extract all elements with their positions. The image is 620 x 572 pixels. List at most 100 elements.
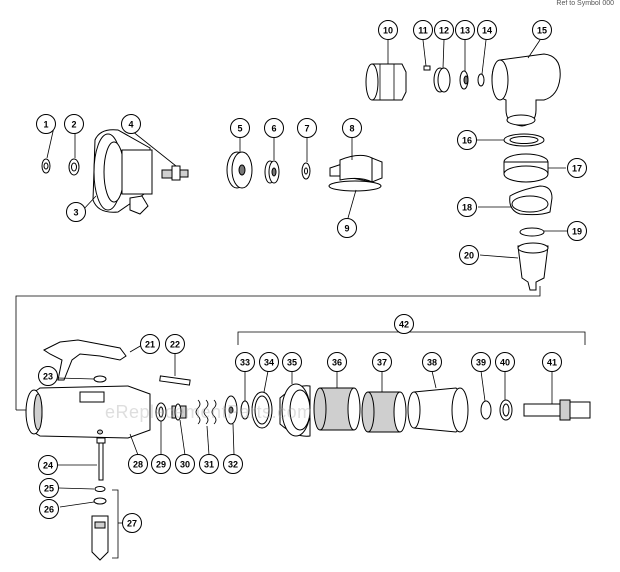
callout-number: 13 [460, 26, 470, 36]
callout-circle [128, 454, 148, 474]
callout-18: 18 [457, 197, 477, 217]
callout-number: 19 [572, 227, 582, 237]
callout-number: 24 [43, 461, 53, 471]
callout-29: 29 [151, 454, 171, 474]
callout-2: 2 [64, 114, 84, 134]
callout-number: 5 [237, 124, 242, 134]
callout-circle [455, 20, 475, 40]
callout-11: 11 [413, 20, 433, 40]
callout-circle [64, 114, 84, 134]
callout-28: 28 [128, 454, 148, 474]
callout-3: 3 [66, 202, 86, 222]
callout-circle [199, 454, 219, 474]
rotor-group [226, 137, 383, 219]
callout-number: 3 [73, 208, 78, 218]
callout-circle [459, 245, 479, 265]
callout-circle [66, 202, 86, 222]
motor-assembly-group [240, 370, 591, 437]
callout-13: 13 [455, 20, 475, 40]
callout-circle [542, 352, 562, 372]
callout-24: 24 [38, 455, 58, 475]
callout-circle [282, 352, 302, 372]
callout-number: 9 [344, 224, 349, 234]
callout-25: 25 [39, 478, 59, 498]
callout-35: 35 [282, 352, 302, 372]
callout-number: 35 [287, 358, 297, 368]
callout-14: 14 [477, 20, 497, 40]
callout-number: 21 [145, 340, 155, 350]
callout-circle [151, 454, 171, 474]
callout-number: 29 [156, 460, 166, 470]
callout-20: 20 [459, 245, 479, 265]
callout-circle [121, 114, 141, 134]
callout-10: 10 [378, 20, 398, 40]
callout-circle [327, 352, 347, 372]
callout-number: 37 [377, 358, 387, 368]
callout-number: 41 [547, 358, 557, 368]
callout-circle [457, 197, 477, 217]
watermark: eReplacementParts.com [105, 402, 313, 422]
callout-circle [297, 118, 317, 138]
callout-circle [38, 366, 58, 386]
callout-circle [477, 20, 497, 40]
callout-number: 10 [383, 26, 393, 36]
callout-number: 4 [128, 120, 133, 130]
callout-8: 8 [342, 118, 362, 138]
callout-number: 22 [170, 340, 180, 350]
callout-32: 32 [223, 454, 243, 474]
callout-circle [259, 352, 279, 372]
callout-circle [372, 352, 392, 372]
callout-30: 30 [175, 454, 195, 474]
callout-number: 15 [537, 26, 547, 36]
callout-5: 5 [230, 118, 250, 138]
callout-circle [230, 118, 250, 138]
callout-41: 41 [542, 352, 562, 372]
callout-22: 22 [165, 334, 185, 354]
callout-circle [175, 454, 195, 474]
callout-number: 32 [228, 460, 238, 470]
callout-17: 17 [567, 158, 587, 178]
callout-number: 38 [427, 358, 437, 368]
callout-4: 4 [121, 114, 141, 134]
callout-number: 7 [304, 124, 309, 134]
callout-circle [567, 158, 587, 178]
callout-circle [434, 20, 454, 40]
callout-39: 39 [471, 352, 491, 372]
callout-37: 37 [372, 352, 392, 372]
callout-circle [38, 455, 58, 475]
callout-circle [495, 352, 515, 372]
callout-number: 18 [462, 203, 472, 213]
callout-9: 9 [337, 218, 357, 238]
callout-number: 23 [43, 372, 53, 382]
assembly-brackets [15, 286, 586, 559]
callout-circle [39, 499, 59, 519]
callout-31: 31 [199, 454, 219, 474]
callout-circle [223, 454, 243, 474]
callout-number: 42 [399, 320, 409, 330]
callout-circle [122, 513, 142, 533]
callout-40: 40 [495, 352, 515, 372]
callout-number: 36 [332, 358, 342, 368]
callout-number: 39 [476, 358, 486, 368]
callout-circle [39, 478, 59, 498]
callout-circle [36, 114, 56, 134]
callout-number: 14 [482, 26, 492, 36]
callout-number: 17 [572, 164, 582, 174]
callout-circle [422, 352, 442, 372]
callout-circle [378, 20, 398, 40]
callout-circle [394, 314, 414, 334]
callout-circle [413, 20, 433, 40]
callout-33: 33 [235, 352, 255, 372]
callout-circle [337, 218, 357, 238]
callout-23: 23 [38, 366, 58, 386]
header-note: Ref to Symbol 000 [556, 0, 614, 7]
callout-number: 25 [44, 484, 54, 494]
callout-number: 30 [180, 460, 190, 470]
callout-circle [140, 334, 160, 354]
callout-number: 26 [44, 505, 54, 515]
callout-number: 16 [462, 136, 472, 146]
callout-6: 6 [264, 118, 284, 138]
